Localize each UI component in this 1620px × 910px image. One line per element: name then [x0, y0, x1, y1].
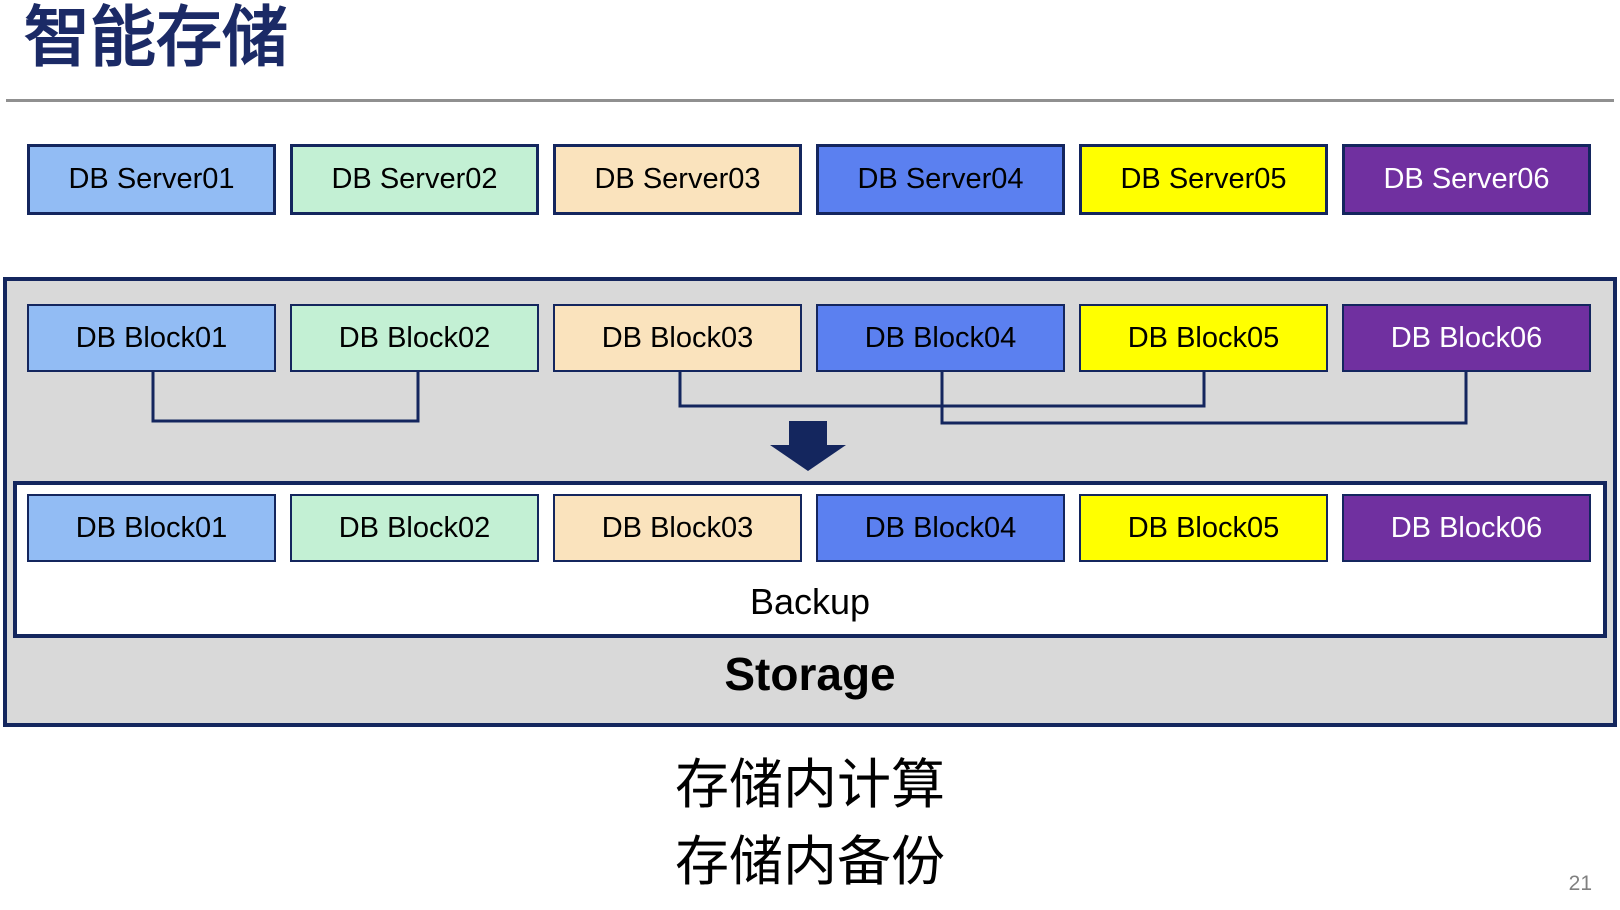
block-backup-04: DB Block04 — [816, 494, 1065, 562]
caption-line-2: 存储内备份 — [675, 832, 945, 892]
storage-label: Storage — [724, 648, 896, 700]
block-top-01: DB Block01 — [27, 304, 276, 372]
block-backup-03: DB Block03 — [553, 494, 802, 562]
server-box-02: DB Server02 — [290, 144, 539, 215]
page-title: 智能存储 — [24, 0, 288, 74]
block-backup-01: DB Block01 — [27, 494, 276, 562]
server-box-06: DB Server06 — [1342, 144, 1591, 215]
server-box-01: DB Server01 — [27, 144, 276, 215]
block-top-04: DB Block04 — [816, 304, 1065, 372]
block-top-06: DB Block06 — [1342, 304, 1591, 372]
caption-line-1: 存储内计算 — [675, 755, 945, 815]
server-box-03: DB Server03 — [553, 144, 802, 215]
block-backup-02: DB Block02 — [290, 494, 539, 562]
block-backup-05: DB Block05 — [1079, 494, 1328, 562]
backup-label: Backup — [749, 581, 871, 622]
block-top-05: DB Block05 — [1079, 304, 1328, 372]
server-box-05: DB Server05 — [1079, 144, 1328, 215]
storage-container: DB Block01 DB Block02 DB Block03 DB Bloc… — [3, 277, 1617, 727]
title-divider — [6, 99, 1614, 102]
backup-container: DB Block01 DB Block02 DB Block03 DB Bloc… — [13, 481, 1607, 638]
block-backup-06: DB Block06 — [1342, 494, 1591, 562]
caption-text: 存储内计算 存储内备份 — [0, 747, 1620, 901]
page-number: 21 — [1568, 872, 1592, 895]
block-top-02: DB Block02 — [290, 304, 539, 372]
block-top-03: DB Block03 — [553, 304, 802, 372]
server-box-04: DB Server04 — [816, 144, 1065, 215]
